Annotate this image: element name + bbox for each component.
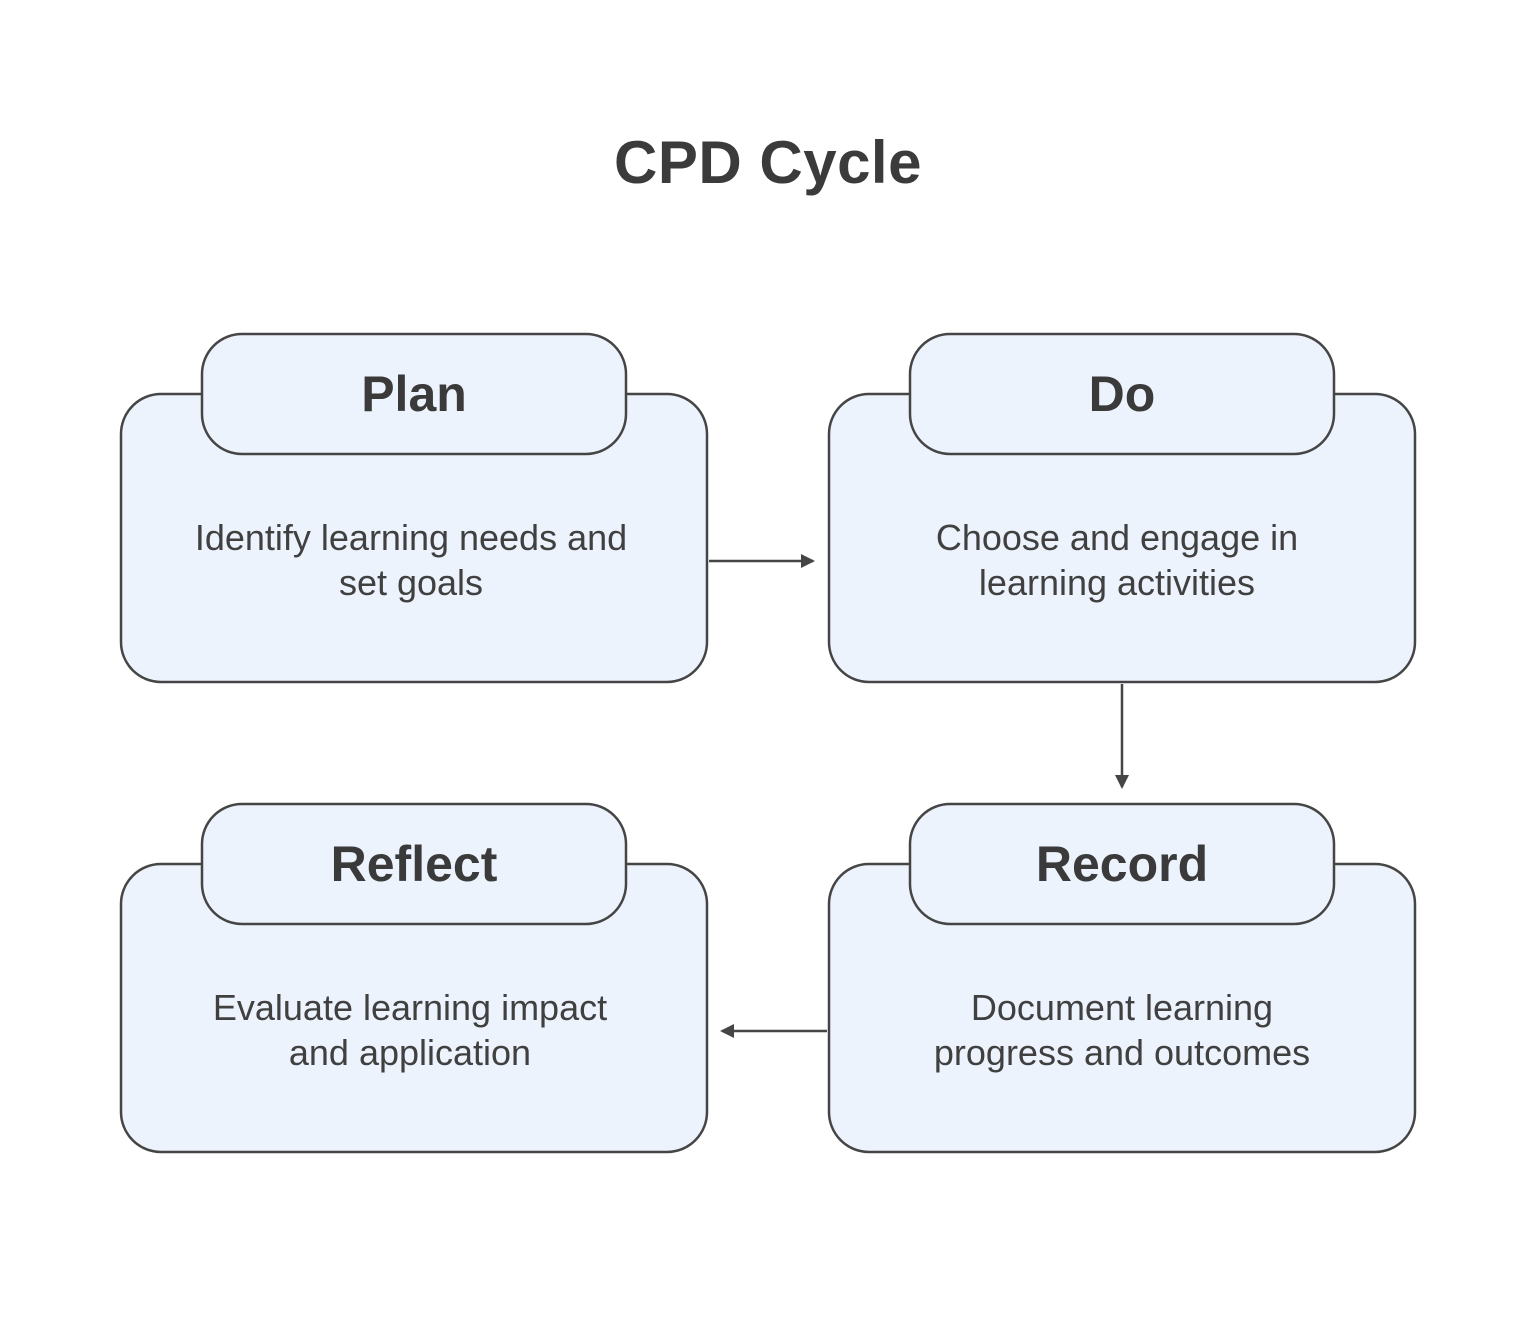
step-do-description-line-2: learning activities [979, 562, 1255, 603]
step-record: Record Document learning progress and ou… [827, 802, 1417, 1154]
step-record-description-line-2: progress and outcomes [934, 1032, 1310, 1073]
step-reflect: Reflect Evaluate learning impact and app… [119, 802, 709, 1154]
step-plan-description-line-2: set goals [339, 562, 483, 603]
step-plan: Plan Identify learning needs and set goa… [119, 332, 709, 684]
step-record-header-tab [908, 802, 1336, 926]
step-reflect-heading: Reflect [331, 836, 498, 892]
step-plan-description-line-1: Identify learning needs and [195, 517, 627, 558]
step-record-description-line-1: Document learning [971, 987, 1273, 1028]
diagram-title: CPD Cycle [614, 129, 922, 196]
step-reflect-description-line-1: Evaluate learning impact [213, 987, 607, 1028]
step-plan-header-tab [200, 332, 628, 456]
step-do-description-line-1: Choose and engage in [936, 517, 1298, 558]
step-reflect-header-tab [200, 802, 628, 926]
step-reflect-description-line-2: and application [289, 1032, 531, 1073]
step-do-heading: Do [1089, 366, 1156, 422]
step-do: Do Choose and engage in learning activit… [827, 332, 1417, 684]
step-plan-heading: Plan [361, 366, 467, 422]
step-record-heading: Record [1036, 836, 1208, 892]
step-do-header-tab [908, 332, 1336, 456]
